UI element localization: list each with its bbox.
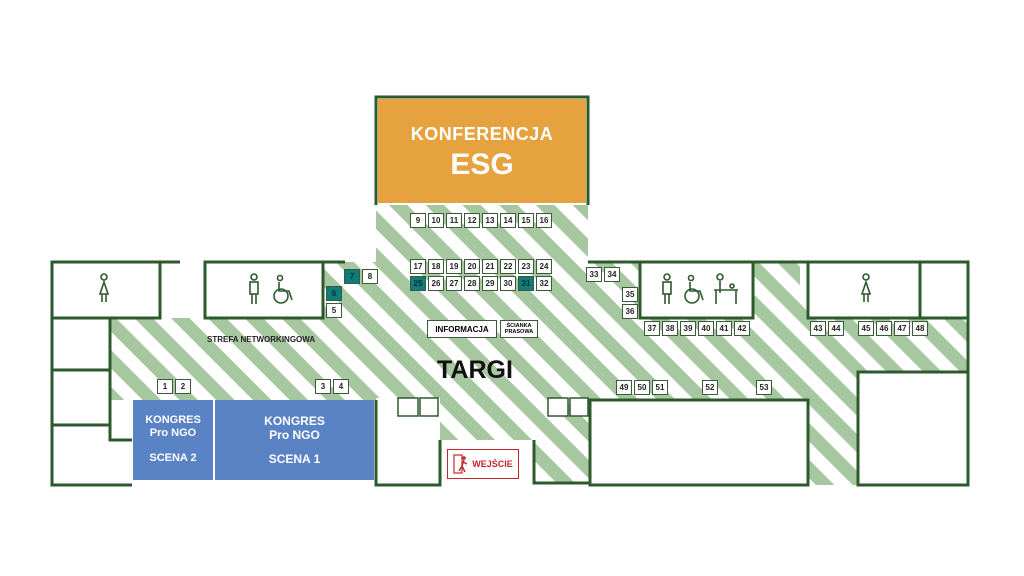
booth-49[interactable]: 49	[616, 380, 632, 395]
booth-6[interactable]: 6	[326, 286, 342, 301]
congress-stage-1-subtitle: Pro NGO	[269, 428, 320, 442]
booth-4[interactable]: 4	[333, 379, 349, 394]
conference-room	[378, 99, 586, 203]
booth-22[interactable]: 22	[500, 259, 516, 274]
booth-29[interactable]: 29	[482, 276, 498, 291]
booth-16[interactable]: 16	[536, 213, 552, 228]
booth-9[interactable]: 9	[410, 213, 426, 228]
booth-25[interactable]: 25	[410, 276, 426, 291]
booth-2[interactable]: 2	[175, 379, 191, 394]
congress-stage-2-subtitle: Pro NGO	[149, 427, 197, 439]
press-wall-line2: PRASOWA	[504, 329, 534, 335]
exit-walk-icon	[453, 454, 468, 474]
networking-zone-label: STREFA NETWORKINGOWA	[207, 335, 316, 344]
female-restroom-icon	[860, 273, 872, 302]
booth-27[interactable]: 27	[446, 276, 462, 291]
booth-18[interactable]: 18	[428, 259, 444, 274]
booth-33[interactable]: 33	[586, 267, 602, 282]
booth-37[interactable]: 37	[644, 321, 660, 336]
entrance-label: WEJŚCIE	[472, 459, 513, 469]
male-restroom-icon	[249, 273, 259, 304]
congress-stage-2-stage: SCENA 2	[149, 452, 197, 464]
booth-7[interactable]: 7	[344, 269, 360, 284]
booth-10[interactable]: 10	[428, 213, 444, 228]
booth-38[interactable]: 38	[662, 321, 678, 336]
booth-21[interactable]: 21	[482, 259, 498, 274]
press-wall-line1: ŚCIANKA	[506, 323, 532, 329]
booth-36[interactable]: 36	[622, 304, 638, 319]
wheelchair-icon	[684, 274, 704, 304]
booth-20[interactable]: 20	[464, 259, 480, 274]
booth-23[interactable]: 23	[518, 259, 534, 274]
entrance: WEJŚCIE	[447, 449, 519, 479]
congress-stage-2-title: KONGRES	[145, 414, 201, 426]
booth-11[interactable]: 11	[446, 213, 462, 228]
female-restroom-icon	[662, 273, 672, 304]
booth-43[interactable]: 43	[810, 321, 826, 336]
congress-stage-1-stage: SCENA 1	[268, 452, 321, 466]
booth-34[interactable]: 34	[604, 267, 620, 282]
booth-46[interactable]: 46	[876, 321, 892, 336]
booth-42[interactable]: 42	[734, 321, 750, 336]
booth-32[interactable]: 32	[536, 276, 552, 291]
congress-stage-1-title: KONGRES	[264, 414, 325, 428]
booth-28[interactable]: 28	[464, 276, 480, 291]
booth-8[interactable]: 8	[362, 269, 378, 284]
booth-52[interactable]: 52	[702, 380, 718, 395]
booth-24[interactable]: 24	[536, 259, 552, 274]
fair-label: TARGI	[437, 356, 513, 384]
booth-13[interactable]: 13	[482, 213, 498, 228]
booth-39[interactable]: 39	[680, 321, 696, 336]
booth-47[interactable]: 47	[894, 321, 910, 336]
booth-45[interactable]: 45	[858, 321, 874, 336]
booth-50[interactable]: 50	[634, 380, 650, 395]
booth-3[interactable]: 3	[315, 379, 331, 394]
stairs	[397, 397, 589, 417]
booth-26[interactable]: 26	[428, 276, 444, 291]
congress-stage-1-room	[215, 400, 374, 480]
booth-41[interactable]: 41	[716, 321, 732, 336]
booth-53[interactable]: 53	[756, 380, 772, 395]
booth-15[interactable]: 15	[518, 213, 534, 228]
baby-changing-icon	[714, 273, 738, 304]
booth-40[interactable]: 40	[698, 321, 714, 336]
booth-30[interactable]: 30	[500, 276, 516, 291]
conference-title: KONFERENCJA	[410, 124, 554, 144]
wheelchair-icon	[273, 274, 293, 304]
booth-5[interactable]: 5	[326, 303, 342, 318]
booth-31[interactable]: 31	[518, 276, 534, 291]
information-desk: INFORMACJA	[427, 320, 497, 338]
booth-12[interactable]: 12	[464, 213, 480, 228]
booth-48[interactable]: 48	[912, 321, 928, 336]
booth-17[interactable]: 17	[410, 259, 426, 274]
booth-14[interactable]: 14	[500, 213, 516, 228]
booth-44[interactable]: 44	[828, 321, 844, 336]
booth-51[interactable]: 51	[652, 380, 668, 395]
congress-stage-2-room	[133, 400, 213, 480]
booth-1[interactable]: 1	[157, 379, 173, 394]
walls	[50, 95, 970, 487]
female-restroom-icon	[98, 273, 110, 302]
conference-subtitle: ESG	[450, 148, 514, 181]
booth-19[interactable]: 19	[446, 259, 462, 274]
booth-35[interactable]: 35	[622, 287, 638, 302]
